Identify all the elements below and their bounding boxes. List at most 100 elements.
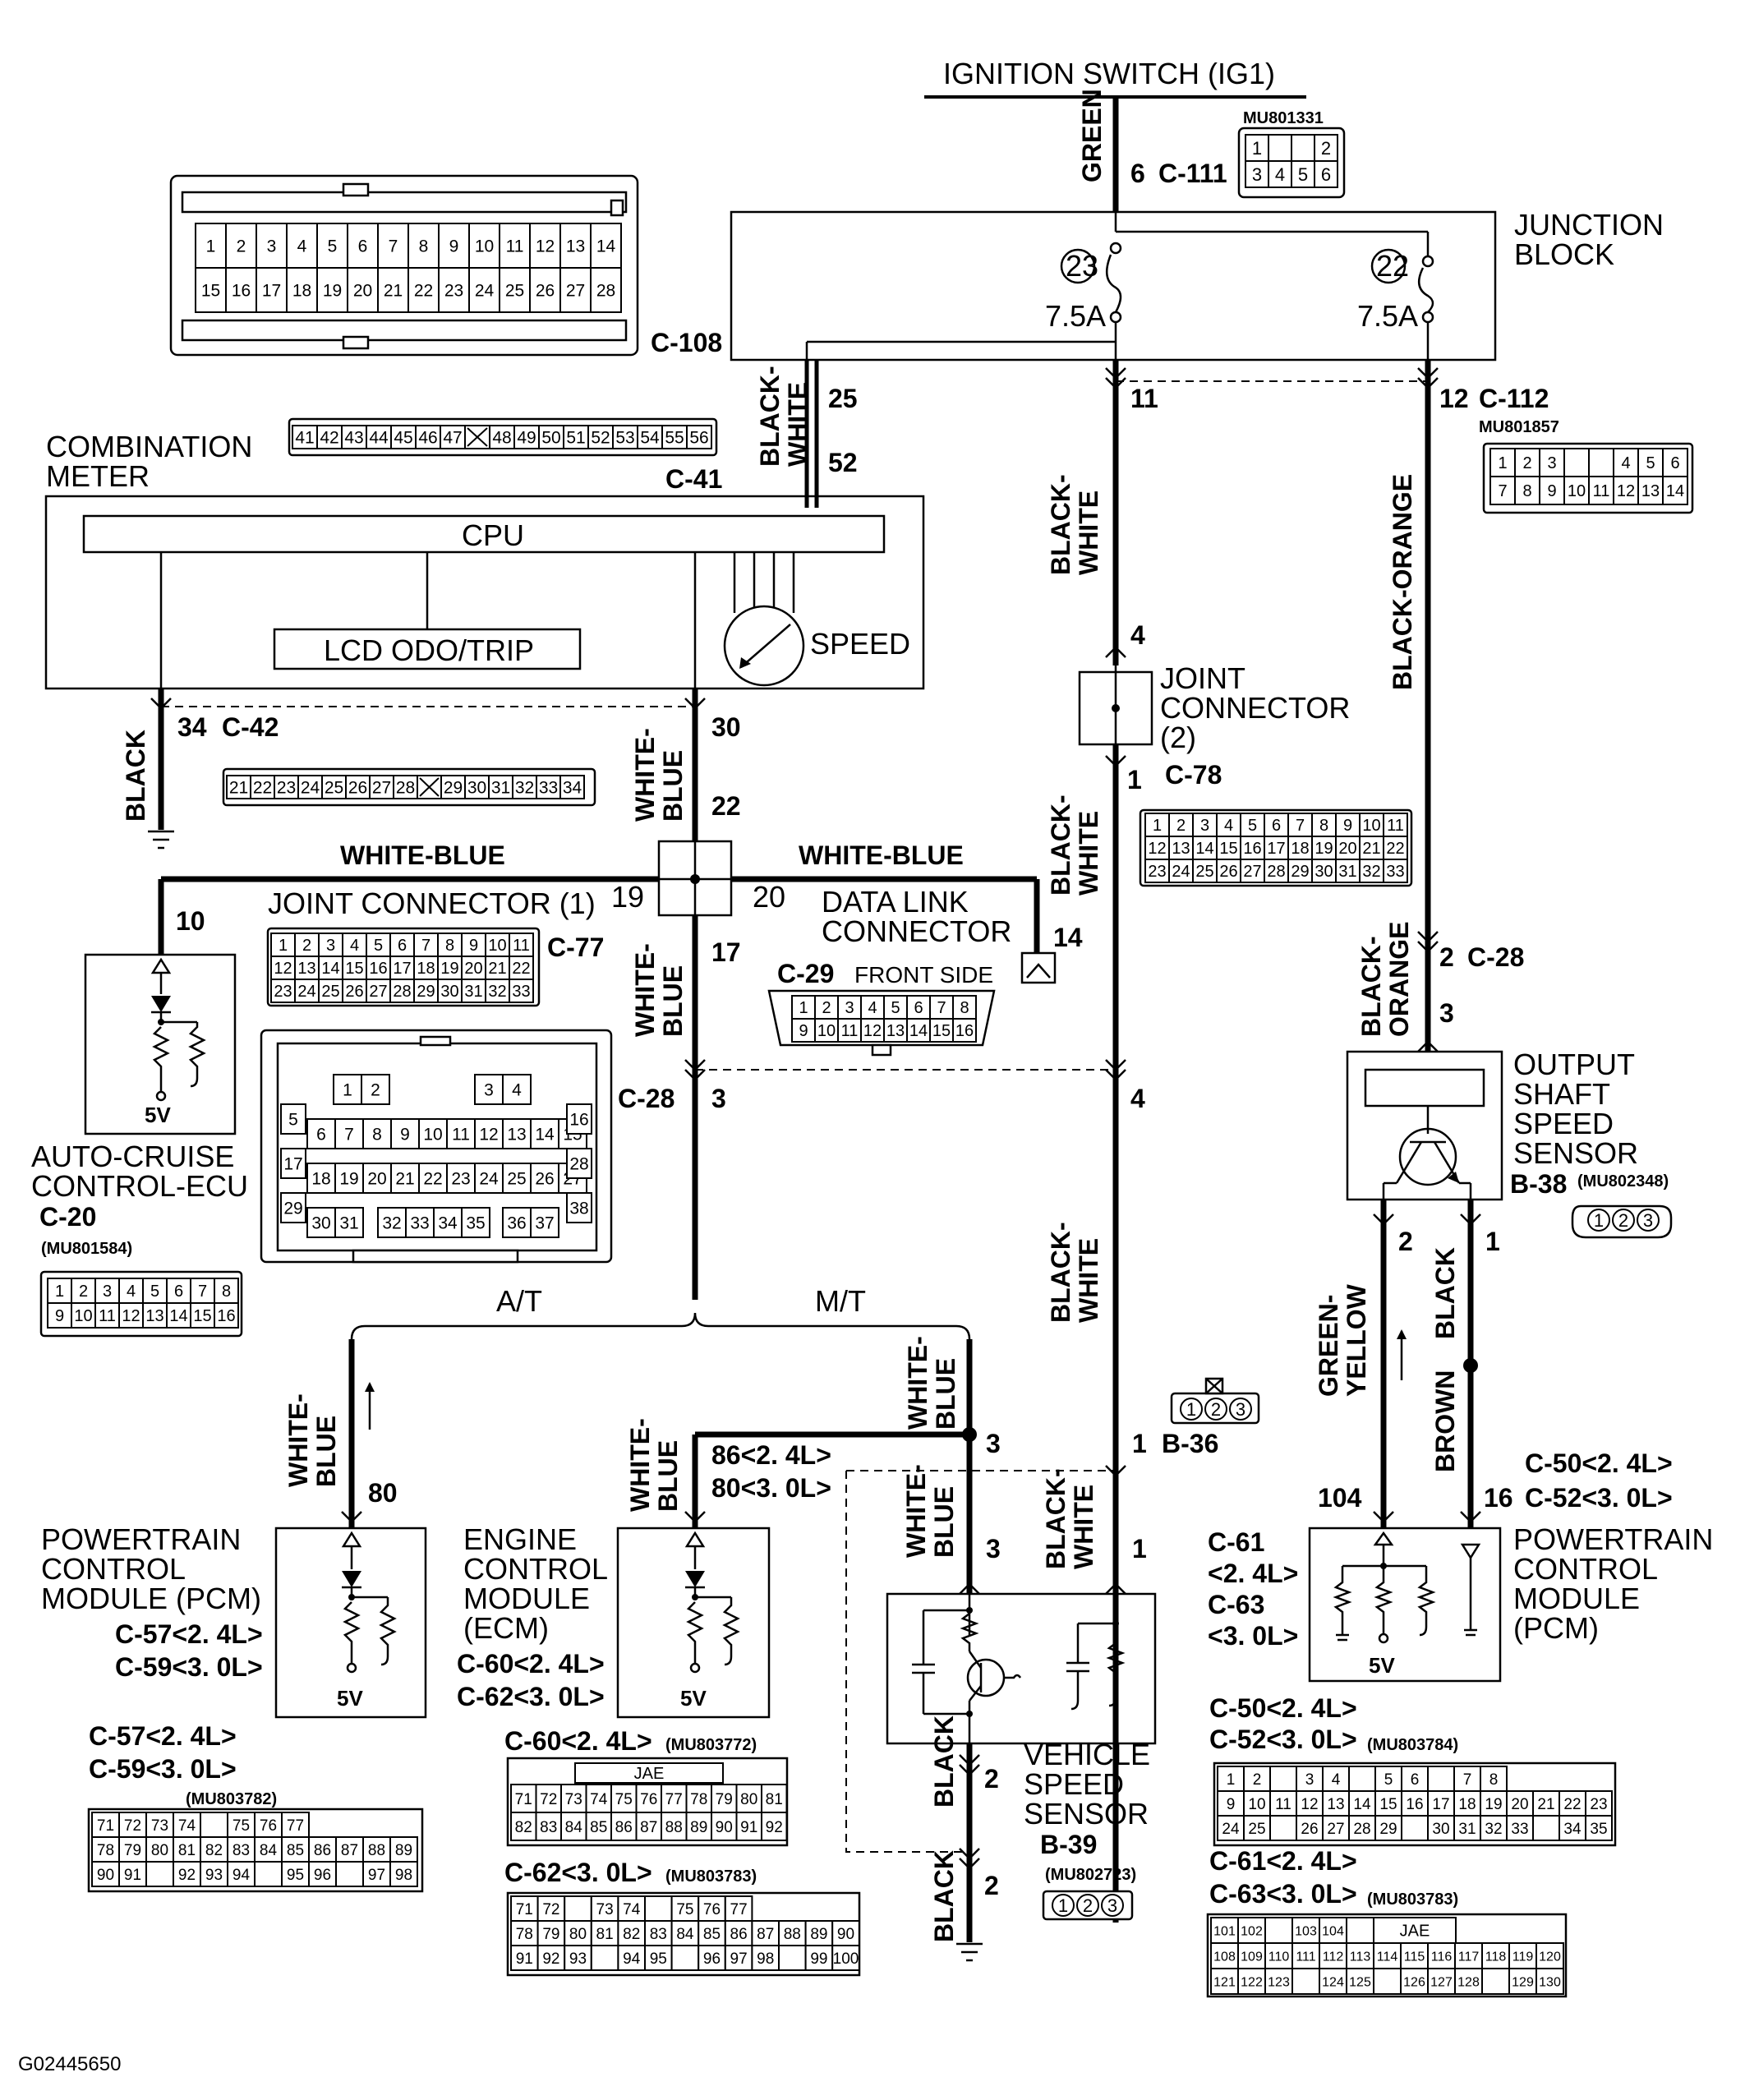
front-side-label: FRONT SIDE xyxy=(854,962,993,988)
c42-grid-pin-X-blank xyxy=(419,777,440,797)
c57-grid-pin-76: 76 xyxy=(260,1817,277,1835)
c57-grid-pin-81: 81 xyxy=(178,1842,196,1859)
c28-pin-34: 34 xyxy=(438,1214,458,1233)
c28-pin-3: 3 xyxy=(484,1081,494,1100)
connector-c77: C-77 xyxy=(547,933,604,962)
pcm-left-5v: 5V xyxy=(337,1686,363,1711)
c50-pin-4: 4 xyxy=(1332,1771,1341,1789)
c77-grid-pin-28: 28 xyxy=(393,983,411,1001)
c61-pin-119: 119 xyxy=(1512,1950,1534,1964)
c28-pin-23: 23 xyxy=(451,1170,470,1189)
c112-grid-pin-12: 12 xyxy=(1617,482,1635,500)
part-mu801584: (MU801584) xyxy=(41,1240,132,1258)
pcm-right-label-4: (PCM) xyxy=(1513,1611,1599,1645)
c111-grid-pin-2: 2 xyxy=(1321,138,1331,159)
c60-pin-88: 88 xyxy=(665,1819,683,1836)
wire-color-bo-2b: ORANGE xyxy=(1384,922,1414,1037)
c62-label: C-62<3. 0L> xyxy=(504,1858,652,1887)
c61-pin-115: 115 xyxy=(1404,1950,1425,1964)
fuse-23-number: 23 xyxy=(1066,249,1098,283)
c60-pin-89: 89 xyxy=(690,1819,707,1836)
c62-grid-pin-82: 82 xyxy=(623,1926,640,1943)
c57-grid-pin-87: 87 xyxy=(341,1842,358,1859)
wire-color-bw-2a: BLACK- xyxy=(1046,474,1075,575)
pin-c108-11: 11 xyxy=(1130,384,1158,413)
c78-grid-pin-10: 10 xyxy=(1362,817,1380,835)
c77-grid-pin-32: 32 xyxy=(488,983,506,1001)
c77-grid-pin-2: 2 xyxy=(302,937,311,955)
part-mu801331: MU801331 xyxy=(1243,109,1324,127)
connector-c112: C-112 xyxy=(1479,384,1549,413)
fuse-23-rating: 7.5A xyxy=(1045,299,1106,333)
c62-grid-pin-100: 100 xyxy=(833,1950,859,1968)
c77-grid-pin-17: 17 xyxy=(393,960,411,978)
c61-pin-110: 110 xyxy=(1268,1950,1290,1964)
c50-pin-12: 12 xyxy=(1301,1796,1318,1813)
c61-pin-101: 101 xyxy=(1213,1924,1236,1938)
c108-grid-pin-7: 7 xyxy=(389,237,398,256)
c77-grid-pin-16: 16 xyxy=(369,960,387,978)
wire-color-wb-4b: BLUE xyxy=(931,1358,960,1430)
c50-pin-29: 29 xyxy=(1379,1821,1397,1838)
c57-grid-pin-93: 93 xyxy=(205,1867,223,1884)
fuse-22-rating: 7.5A xyxy=(1357,299,1418,333)
wire-color-bo-2a: BLACK- xyxy=(1356,936,1386,1037)
c20-grid-pin-15: 15 xyxy=(193,1307,211,1325)
c28-pin-2: 2 xyxy=(371,1081,380,1100)
connector-c28-a: C-28 xyxy=(618,1084,675,1113)
c57-grid-pin-92: 92 xyxy=(178,1867,196,1884)
wire-c42-30-to-jc1: 30 WHITE- BLUE 22 xyxy=(630,688,741,841)
c60-pin-78: 78 xyxy=(690,1791,707,1808)
c28-pin-20: 20 xyxy=(367,1170,386,1189)
c50-pin-2: 2 xyxy=(1253,1771,1262,1789)
c50-pin-35: 35 xyxy=(1590,1821,1607,1838)
part-mu802348: (MU802348) xyxy=(1577,1172,1669,1190)
pin-c111-6: 6 xyxy=(1130,159,1145,188)
pin-c28-3: 3 xyxy=(711,1084,726,1113)
c77-grid-pin-26: 26 xyxy=(345,983,363,1001)
wire-c108-11-to-vss: 11 BLACK- WHITE 4 JOINT CONNECTOR (2) 1 … xyxy=(1041,360,1428,1923)
c62-grid-pin-72: 72 xyxy=(542,1901,559,1918)
c62-grid-pin-76: 76 xyxy=(703,1901,721,1918)
c50-pin-9: 9 xyxy=(1227,1796,1236,1813)
c41-grid-pin-47: 47 xyxy=(443,429,462,448)
c60-pin-76: 76 xyxy=(640,1791,657,1808)
c77-grid-pin-4: 4 xyxy=(350,937,359,955)
c62-grid-pin-75: 75 xyxy=(676,1901,693,1918)
c28-pin-28: 28 xyxy=(569,1155,588,1174)
c108-grid-pin-19: 19 xyxy=(323,282,342,301)
c78-grid-pin-26: 26 xyxy=(1219,863,1237,881)
c42-grid-pin-23: 23 xyxy=(277,779,296,798)
connector-c28-b: C-28 xyxy=(1467,942,1524,972)
c28-pin-1: 1 xyxy=(343,1081,352,1100)
c62-grid-pin-91: 91 xyxy=(516,1950,533,1968)
wire-c108-25-to-c41-52: BLACK- WHITE 25 52 C-41 xyxy=(665,360,858,508)
c108-grid-pin-25: 25 xyxy=(505,282,524,301)
pcm-right-c61b: <2. 4L> xyxy=(1208,1559,1298,1588)
c62-grid-pin-80: 80 xyxy=(569,1926,587,1943)
c60-pin-90: 90 xyxy=(716,1819,733,1836)
pin-jc2-4: 4 xyxy=(1130,620,1145,650)
pcm-right: 5V POWERTRAIN CONTROL MODULE (PCM) C-61 … xyxy=(1208,1522,1713,1683)
c60-pin-81: 81 xyxy=(766,1791,783,1808)
c78-grid-pin-14: 14 xyxy=(1195,840,1213,858)
c20-grid-pin-6: 6 xyxy=(174,1283,183,1301)
c78-grid-pin-22: 22 xyxy=(1386,840,1404,858)
c78-grid-pin-20: 20 xyxy=(1338,840,1356,858)
c42-grid-pin-24: 24 xyxy=(301,779,320,798)
pcm-right-5v: 5V xyxy=(1369,1653,1395,1678)
wire-color-wb-3b: BLUE xyxy=(311,1416,341,1487)
c28-pin-36: 36 xyxy=(507,1214,526,1233)
c108-grid-pin-21: 21 xyxy=(384,282,403,301)
jc2-label-3: (2) xyxy=(1160,721,1196,754)
c108-grid-pin-24: 24 xyxy=(475,282,495,301)
auto-cruise-5v: 5V xyxy=(145,1103,171,1127)
c78-grid-pin-32: 32 xyxy=(1362,863,1380,881)
joint-connector-1-label: JOINT CONNECTOR (1) xyxy=(268,887,596,920)
pin-vss-2: 2 xyxy=(984,1764,999,1794)
fuse-22-number: 22 xyxy=(1376,249,1409,283)
data-link-connector: DATA LINK CONNECTOR 14 C-29 FRONT SIDE xyxy=(777,879,1083,988)
c62-grid-pin-77: 77 xyxy=(730,1901,748,1918)
b39-grid-pin-3: 3 xyxy=(1107,1895,1117,1916)
